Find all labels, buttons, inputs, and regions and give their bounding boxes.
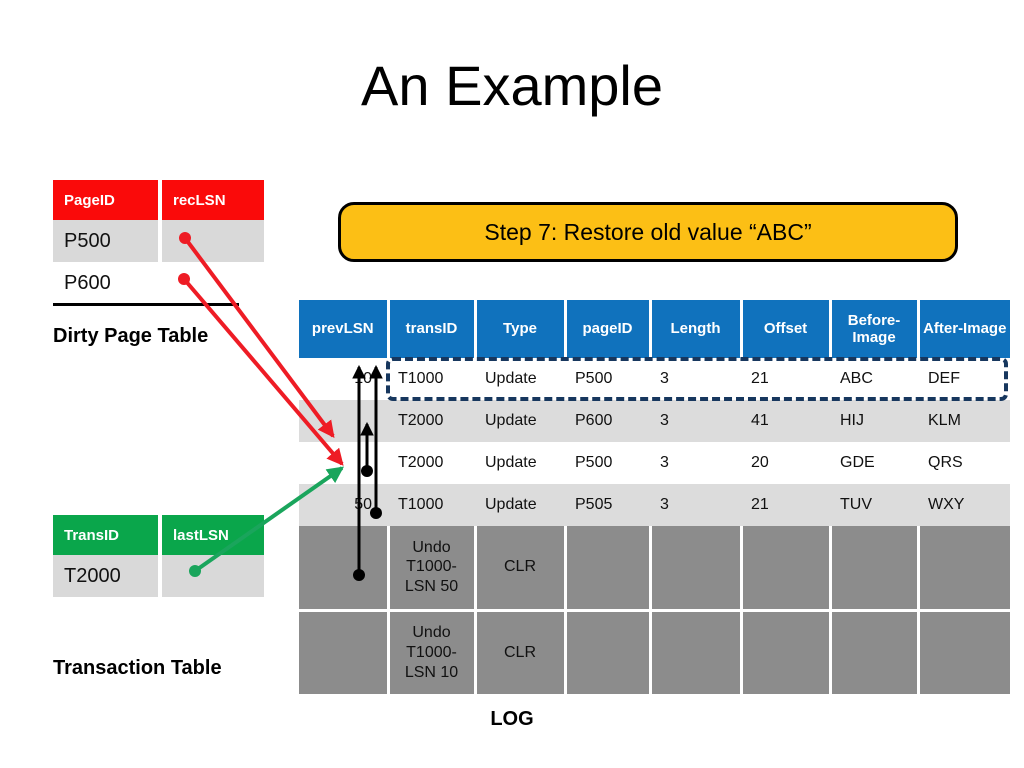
- dirty-page-table-header-row: PageID recLSN: [53, 180, 264, 220]
- dirty-page-cell-pageid: P500: [53, 220, 162, 262]
- dirty-page-table-caption: Dirty Page Table: [53, 325, 209, 347]
- log-cell-before-image: [830, 526, 920, 612]
- log-table-header-row: prevLSN transID Type pageID Length Offse…: [299, 300, 1010, 358]
- table-row: T2000 Update P600 3 41 HIJ KLM: [299, 400, 1010, 442]
- log-cell-before-image: ABC: [830, 358, 918, 400]
- log-cell-prevlsn: [299, 442, 388, 484]
- transaction-table-header-transid: TransID: [53, 515, 162, 555]
- log-cell-length: [650, 526, 743, 612]
- log-cell-offset: 41: [741, 400, 830, 442]
- step-callout: Step 7: Restore old value “ABC”: [338, 202, 958, 262]
- dirty-page-table-underline: [53, 303, 239, 306]
- log-cell-prevlsn: [299, 400, 388, 442]
- log-cell-length: 3: [650, 484, 741, 526]
- log-header-after-image: After-Image: [918, 300, 1010, 358]
- log-cell-before-image: HIJ: [830, 400, 918, 442]
- dirty-page-table-header-pageid: PageID: [53, 180, 162, 220]
- transaction-table-header-lastlsn: lastLSN: [160, 515, 264, 555]
- log-cell-offset: [741, 610, 832, 694]
- log-cell-after-image: QRS: [918, 442, 1010, 484]
- transaction-cell-lastlsn: [160, 555, 264, 597]
- log-cell-before-image: [830, 610, 920, 694]
- table-row: P600: [53, 262, 264, 304]
- transaction-table: TransID lastLSN T2000: [53, 515, 264, 597]
- log-cell-after-image: DEF: [918, 358, 1010, 400]
- log-cell-offset: [741, 526, 832, 612]
- dirty-page-cell-reclsn: [160, 262, 264, 304]
- dirty-page-table: PageID recLSN P500 P600: [53, 180, 264, 304]
- log-header-prevlsn: prevLSN: [299, 300, 390, 358]
- log-cell-type: CLR: [475, 526, 567, 612]
- log-cell-length: 3: [650, 358, 741, 400]
- log-cell-prevlsn: [299, 526, 390, 612]
- log-cell-pageid: P500: [565, 442, 650, 484]
- log-header-transid: transID: [388, 300, 477, 358]
- log-cell-before-image: GDE: [830, 442, 918, 484]
- table-row: 10 T1000 Update P500 3 21 ABC DEF: [299, 358, 1010, 400]
- log-cell-after-image: KLM: [918, 400, 1010, 442]
- log-header-length: Length: [650, 300, 743, 358]
- log-table-caption: LOG: [490, 708, 534, 730]
- log-header-pageid: pageID: [565, 300, 652, 358]
- log-table: prevLSN transID Type pageID Length Offse…: [299, 300, 1010, 694]
- log-header-before-image: Before-Image: [830, 300, 920, 358]
- log-cell-prevlsn: [299, 610, 390, 694]
- log-cell-pageid: P500: [565, 358, 650, 400]
- log-cell-type: CLR: [475, 610, 567, 694]
- step-callout-text: Step 7: Restore old value “ABC”: [484, 218, 812, 245]
- log-cell-transid: T2000: [388, 400, 475, 442]
- dirty-page-cell-reclsn: [160, 220, 264, 262]
- log-cell-transid: T1000: [388, 358, 475, 400]
- table-row: P500: [53, 220, 264, 262]
- log-cell-offset: 20: [741, 442, 830, 484]
- log-cell-length: 3: [650, 400, 741, 442]
- log-cell-offset: 21: [741, 358, 830, 400]
- log-cell-type: Update: [475, 484, 565, 526]
- log-cell-prevlsn: 50: [299, 484, 388, 526]
- table-row: 50 T1000 Update P505 3 21 TUV WXY: [299, 484, 1010, 526]
- log-cell-transid: T2000: [388, 442, 475, 484]
- log-cell-pageid: [565, 526, 652, 612]
- log-cell-after-image: [918, 526, 1010, 612]
- dirty-page-cell-pageid: P600: [53, 262, 160, 304]
- log-cell-after-image: [918, 610, 1010, 694]
- log-cell-pageid: P600: [565, 400, 650, 442]
- table-row: T2000 Update P500 3 20 GDE QRS: [299, 442, 1010, 484]
- log-cell-type: Update: [475, 400, 565, 442]
- log-cell-length: [650, 610, 743, 694]
- log-cell-after-image: WXY: [918, 484, 1010, 526]
- transaction-cell-transid: T2000: [53, 555, 162, 597]
- log-cell-offset: 21: [741, 484, 830, 526]
- log-header-offset: Offset: [741, 300, 832, 358]
- log-header-type: Type: [475, 300, 567, 358]
- log-cell-type: Update: [475, 442, 565, 484]
- log-cell-transid: T1000: [388, 484, 475, 526]
- log-cell-pageid: [565, 610, 652, 694]
- transaction-table-caption: Transaction Table: [53, 657, 222, 679]
- log-cell-length: 3: [650, 442, 741, 484]
- dirty-page-table-header-reclsn: recLSN: [160, 180, 264, 220]
- transaction-table-header-row: TransID lastLSN: [53, 515, 264, 555]
- log-cell-before-image: TUV: [830, 484, 918, 526]
- page-title: An Example: [361, 54, 663, 117]
- log-cell-prevlsn: 10: [299, 358, 388, 400]
- table-row: T2000: [53, 555, 264, 597]
- log-cell-pageid: P505: [565, 484, 650, 526]
- log-cell-type: Update: [475, 358, 565, 400]
